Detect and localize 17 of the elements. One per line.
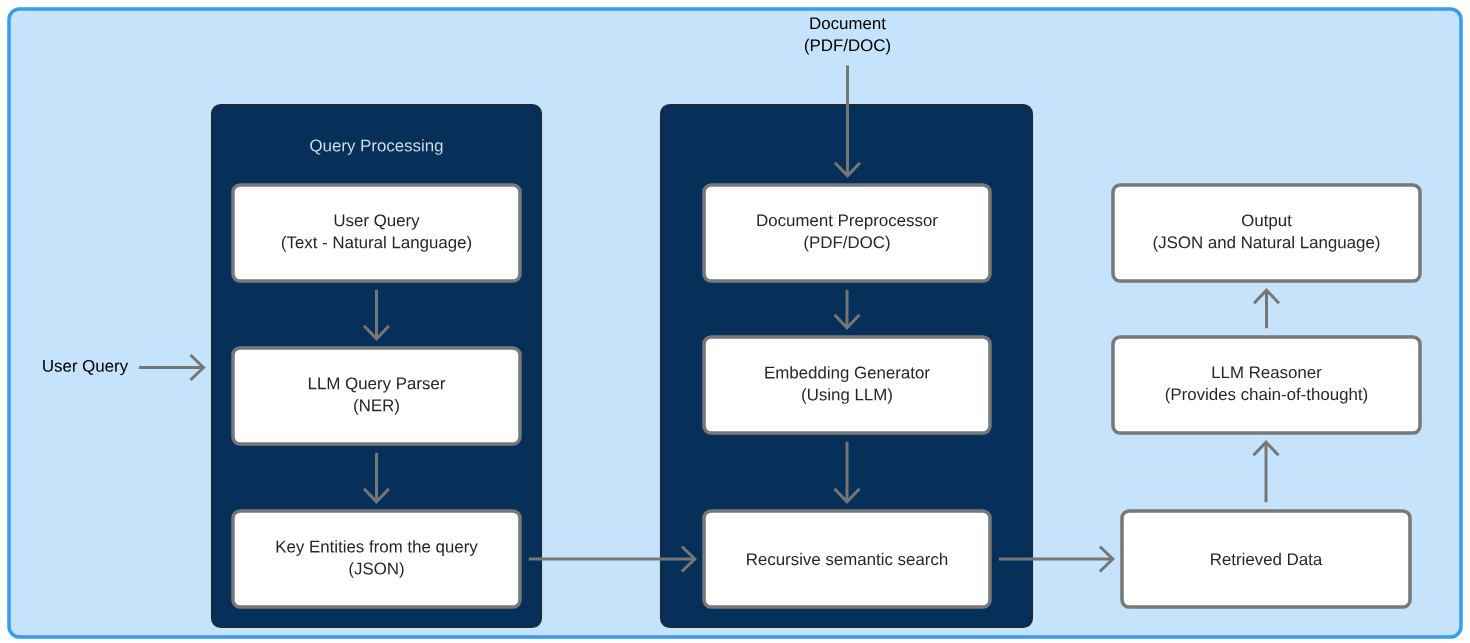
process-box: Output (JSON and Natural Language) <box>1111 183 1422 283</box>
arrow <box>139 353 206 382</box>
input-label: User Query <box>43 359 129 376</box>
process-box: LLM Query Parser (NER) <box>231 346 522 446</box>
process-box: Key Entities from the query (JSON) <box>231 509 522 609</box>
process-box: LLM Reasoner (Provides chain-of-thought) <box>1111 335 1422 435</box>
arrow <box>528 545 697 573</box>
process-box: Retrieved Data <box>1120 509 1412 609</box>
input-label: Document (PDF/DOC) <box>805 17 891 55</box>
process-box: User Query (Text - Natural Language) <box>231 183 522 283</box>
arrow <box>1252 440 1280 503</box>
process-box: Recursive semantic search <box>702 509 992 609</box>
process-box: Document Preprocessor (PDF/DOC) <box>702 183 992 283</box>
process-box: Embedding Generator (Using LLM) <box>702 335 992 435</box>
arrow <box>833 441 861 504</box>
arrow <box>998 545 1115 573</box>
arrow <box>833 65 862 178</box>
